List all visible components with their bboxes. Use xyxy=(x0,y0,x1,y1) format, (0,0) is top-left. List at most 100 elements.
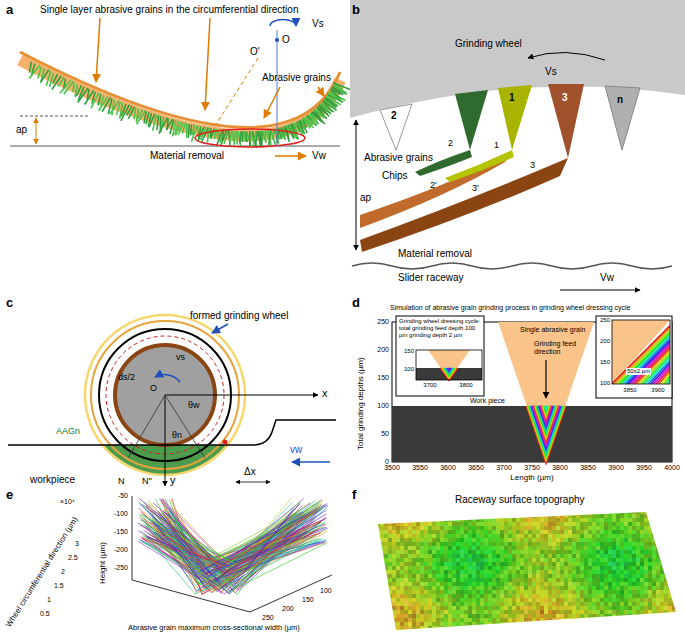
surface-texture xyxy=(468,626,472,630)
surface-texture xyxy=(496,554,500,558)
surface-texture xyxy=(448,570,452,574)
surface-texture xyxy=(456,606,460,610)
surface-texture xyxy=(500,586,504,590)
surface-texture xyxy=(424,534,428,538)
surface-texture xyxy=(432,626,436,630)
surface-texture xyxy=(568,594,572,598)
surface-texture xyxy=(428,610,432,614)
surface-texture xyxy=(460,594,464,598)
surface-texture xyxy=(428,550,432,554)
surface-texture xyxy=(452,582,456,586)
surface-texture xyxy=(512,618,516,622)
abrasive-grain xyxy=(242,131,244,142)
surface-texture xyxy=(376,582,380,586)
surface-texture xyxy=(480,538,484,542)
surface-texture xyxy=(388,594,392,598)
surface-texture xyxy=(464,530,468,534)
surface-texture xyxy=(532,558,536,562)
surface-texture xyxy=(424,586,428,590)
surface-texture xyxy=(544,614,548,618)
surface-texture xyxy=(380,582,384,586)
surface-texture xyxy=(544,622,548,626)
abrasive-grain xyxy=(229,131,230,146)
surface-texture xyxy=(552,626,556,630)
surface-texture xyxy=(580,562,584,566)
surface-texture xyxy=(388,510,392,514)
surface-texture xyxy=(404,582,408,586)
surface-texture xyxy=(504,538,508,542)
surface-texture xyxy=(396,530,400,534)
surface-texture xyxy=(516,546,520,550)
surface-texture xyxy=(396,590,400,594)
surface-texture xyxy=(552,570,556,574)
surface-texture xyxy=(380,546,384,550)
surface-texture xyxy=(492,550,496,554)
surface-texture xyxy=(416,586,420,590)
surface-texture xyxy=(464,618,468,622)
surface-texture xyxy=(516,558,520,562)
surface-texture xyxy=(388,622,392,626)
surface-texture xyxy=(388,534,392,538)
surface-texture xyxy=(388,522,392,526)
surface-texture xyxy=(384,562,388,566)
surface-texture xyxy=(512,538,516,542)
surface-texture xyxy=(472,590,476,594)
grinding-trace xyxy=(615,329,670,385)
surface-texture xyxy=(468,534,472,538)
surface-texture xyxy=(540,530,544,534)
surface-texture xyxy=(384,594,388,598)
surface-texture xyxy=(516,610,520,614)
surface-texture xyxy=(464,610,468,614)
surface-texture xyxy=(396,522,400,526)
surface-texture xyxy=(560,542,564,546)
surface-texture xyxy=(584,514,588,518)
surface-texture xyxy=(560,566,564,570)
surface-texture xyxy=(484,602,488,606)
surface-texture xyxy=(536,574,540,578)
surface-texture xyxy=(452,626,456,630)
surface-texture xyxy=(392,578,396,582)
grinding-trace xyxy=(648,361,670,384)
surface-texture xyxy=(576,594,580,598)
surface-texture xyxy=(556,602,560,606)
surface-texture xyxy=(500,542,504,546)
surface-texture xyxy=(452,610,456,614)
surface-texture xyxy=(380,606,384,610)
surface-texture xyxy=(480,526,484,530)
surface-texture xyxy=(484,606,488,610)
surface-texture xyxy=(580,518,584,522)
surface-texture xyxy=(508,530,512,534)
surface-texture xyxy=(416,522,420,526)
abrasive-grain xyxy=(58,77,64,86)
surface-texture xyxy=(440,526,444,530)
surface-texture xyxy=(492,622,496,626)
surface-texture xyxy=(508,574,512,578)
grain-profile xyxy=(152,525,309,588)
surface-texture xyxy=(424,594,428,598)
grinding-trace xyxy=(531,406,560,449)
surface-texture xyxy=(436,554,440,558)
grinding-trace xyxy=(528,406,565,460)
surface-texture xyxy=(396,550,400,554)
surface-texture xyxy=(408,582,412,586)
surface-texture xyxy=(580,558,584,562)
surface-texture xyxy=(436,586,440,590)
surface-texture xyxy=(576,542,580,546)
surface-texture xyxy=(460,526,464,530)
surface-texture xyxy=(488,630,492,634)
surface-texture xyxy=(532,606,536,610)
surface-texture xyxy=(492,530,496,534)
surface-texture xyxy=(432,510,436,514)
surface-texture xyxy=(468,558,472,562)
surface-texture xyxy=(548,630,552,634)
surface-texture xyxy=(496,586,500,590)
surface-texture xyxy=(508,562,512,566)
surface-texture xyxy=(412,602,416,606)
surface-texture xyxy=(504,554,508,558)
surface-texture xyxy=(392,626,396,630)
surface-texture xyxy=(568,510,572,514)
surface-texture xyxy=(560,558,564,562)
surface-texture xyxy=(544,578,548,582)
surface-texture xyxy=(404,530,408,534)
abrasive-grain xyxy=(234,131,235,145)
